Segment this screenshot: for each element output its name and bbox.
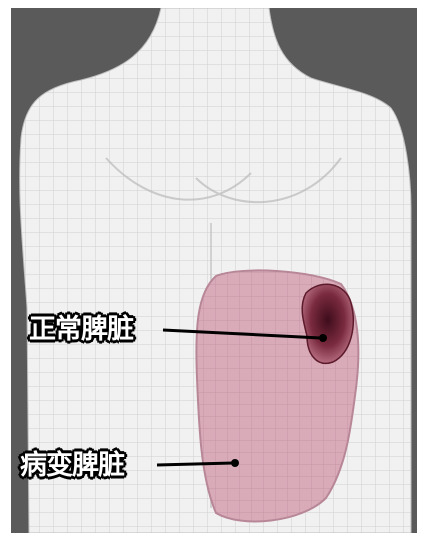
normal-spleen [302,284,353,363]
diseased-spleen-label: 病变脾脏 [20,452,124,479]
diseased-spleen-pointer [231,459,239,467]
normal-spleen-label: 正常脾脏 [29,316,133,343]
normal-spleen-pointer [319,334,327,342]
diseased-spleen-leader [157,463,233,465]
illustration-area: 正常脾脏 病变脾脏 [11,8,417,533]
